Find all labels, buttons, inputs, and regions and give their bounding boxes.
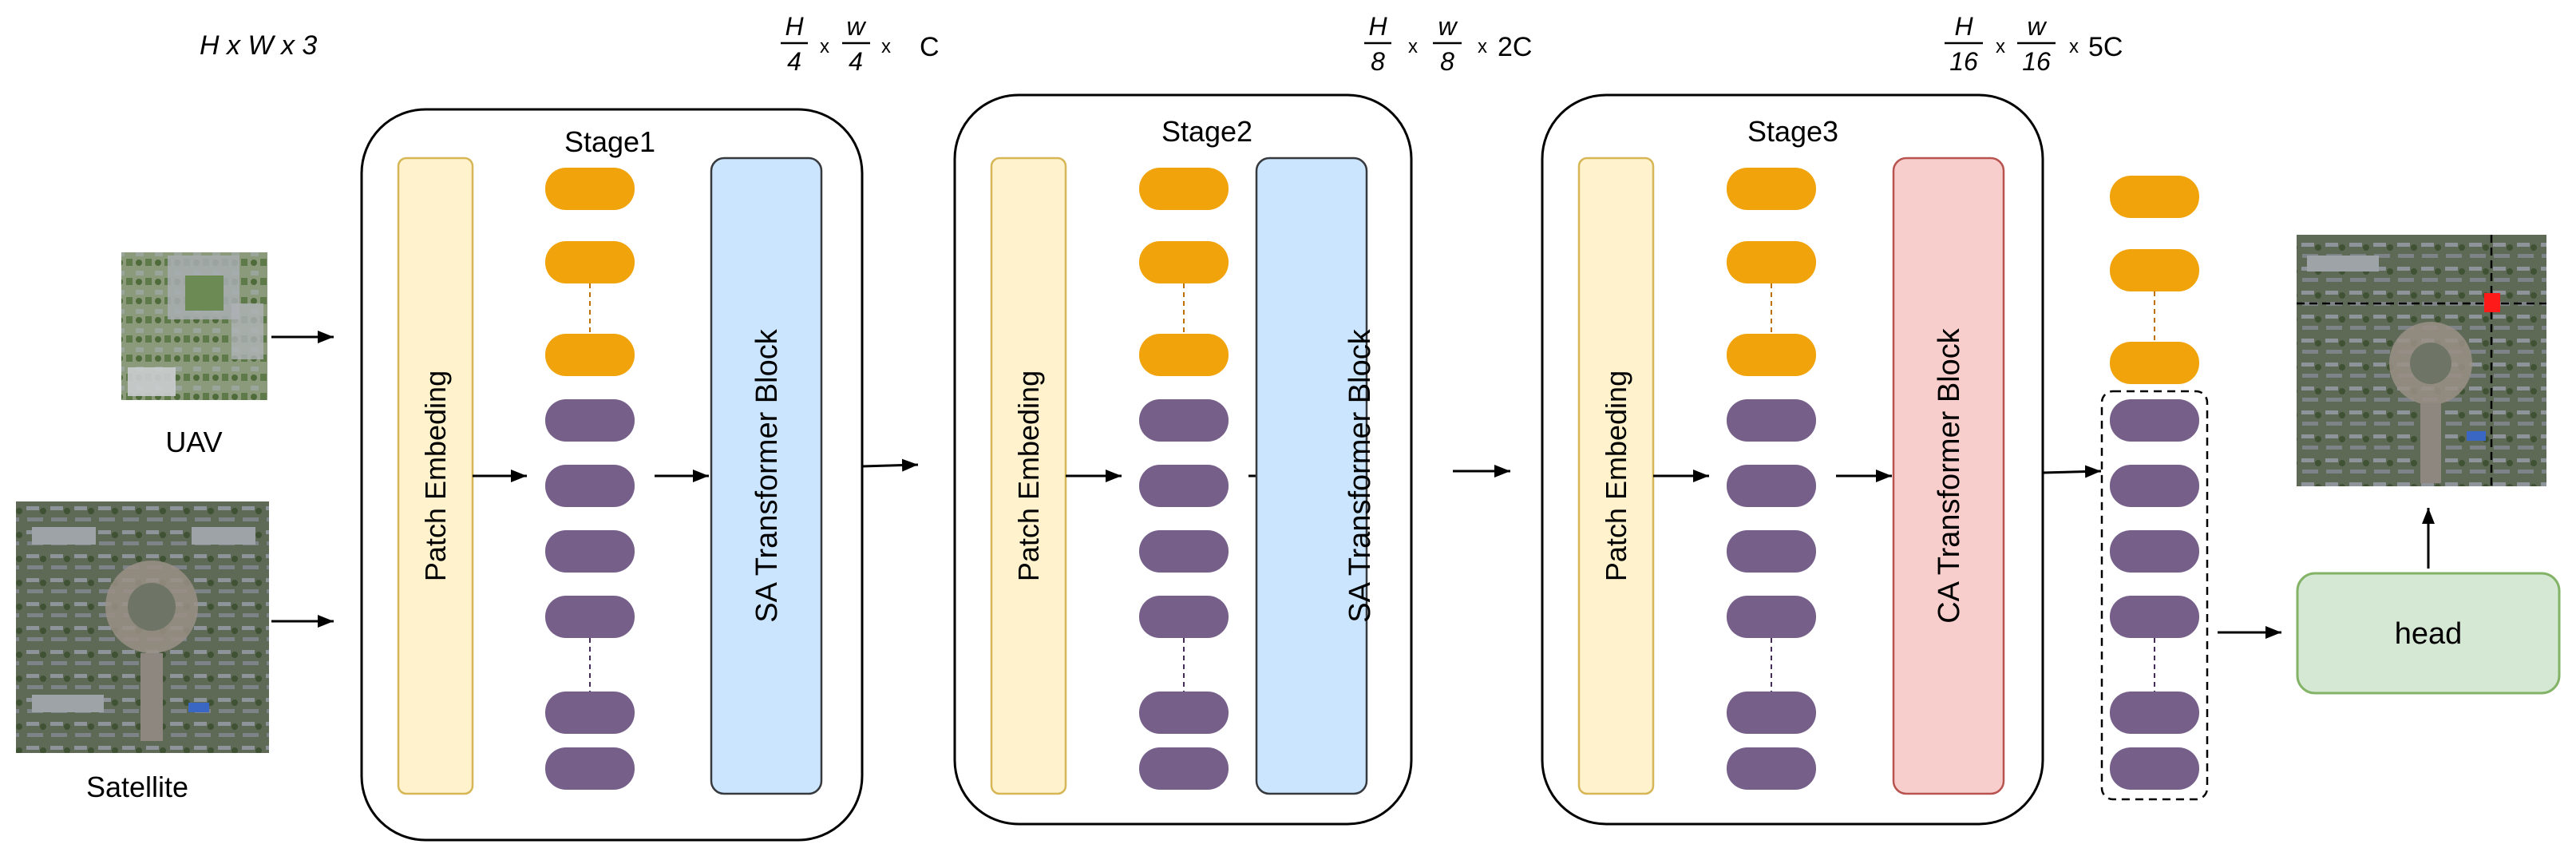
- stage2-token-purple-2: [1139, 465, 1229, 507]
- stage3-ca-block: [1892, 157, 2005, 795]
- stage3-tokens: [1727, 168, 1816, 790]
- stage1-title: Stage1: [564, 125, 655, 158]
- stage1-tokens: [545, 168, 635, 790]
- stage3: Stage3 Patch Embeding CA Transformer Blo…: [1541, 93, 2044, 826]
- input-dims-label: H x W x 3: [200, 30, 317, 61]
- stage3-token-purple-2: [1727, 465, 1816, 507]
- output-token-purple-3: [2110, 530, 2199, 573]
- stage3-token-purple-6: [1727, 747, 1816, 790]
- output-token-purple-4: [2110, 596, 2199, 638]
- stage3-dims-times-2: x: [2069, 36, 2079, 57]
- stage2-sa-block: [1255, 157, 1368, 795]
- stage3-token-purple-5: [1727, 692, 1816, 734]
- head-box: [2296, 572, 2561, 695]
- stage2-dims-channels: 2C: [1498, 32, 1532, 62]
- stage1-token-purple-2: [545, 465, 635, 507]
- stage2-token-orange-3: [1139, 334, 1229, 376]
- stage1-dims-w-den: 4: [849, 47, 863, 76]
- stage1-token-purple-4: [545, 596, 635, 638]
- stage3-token-orange-3: [1727, 334, 1816, 376]
- stage1-token-purple-1: [545, 399, 635, 442]
- stage3-title: Stage3: [1747, 115, 1838, 148]
- output-token-orange-3: [2110, 342, 2199, 384]
- head-label: head: [2395, 617, 2463, 651]
- stage3-token-orange-2: [1727, 241, 1816, 283]
- stage1-dims-times-2: x: [881, 36, 891, 57]
- stage2-dims-w-num: w: [1438, 12, 1458, 41]
- stage2-dims-times-1: x: [1408, 36, 1418, 57]
- stage2-patch-label: Patch Embeding: [1012, 371, 1045, 581]
- stage3-dims-h-num: H: [1954, 12, 1973, 41]
- stage3-dims-w-num: w: [2027, 12, 2047, 41]
- stage1-dims-h-den: 4: [787, 47, 801, 76]
- stage2-token-orange-1: [1139, 168, 1229, 210]
- uav-label: UAV: [165, 426, 222, 458]
- stage3-token-purple-3: [1727, 530, 1816, 573]
- stage2: Stage2 Patch Embeding SA Transformer Blo…: [953, 93, 1413, 826]
- output-token-orange-2: [2110, 249, 2199, 291]
- stage3-dims-channels: 5C: [2088, 32, 2123, 62]
- stage1-dims: H 4 x w 4 x C: [781, 12, 940, 76]
- stage1-token-orange-2: [545, 241, 635, 283]
- stage1-patch-label: Patch Embeding: [419, 371, 452, 581]
- stage2-token-purple-3: [1139, 530, 1229, 573]
- stage3-dims: H 16 x w 16 x 5C: [1945, 12, 2123, 76]
- stage1-token-orange-3: [545, 334, 635, 376]
- stage2-token-purple-4: [1139, 596, 1229, 638]
- stage2-title: Stage2: [1161, 115, 1252, 148]
- output-token-purple-5: [2110, 692, 2199, 734]
- stage1-sa-block: [710, 157, 823, 795]
- output-selection-box: [2100, 390, 2209, 801]
- stage2-token-purple-5: [1139, 692, 1229, 734]
- output-token-purple-1: [2110, 399, 2199, 442]
- stage2-dims-w-den: 8: [1440, 47, 1454, 76]
- stage1-token-purple-5: [545, 692, 635, 734]
- stage2-token-orange-2: [1139, 241, 1229, 283]
- output-tokens: [2100, 176, 2209, 801]
- arrow-stage1-to-stage2: [861, 458, 919, 472]
- uav-image: [121, 252, 267, 400]
- stage2-tokens: [1139, 168, 1229, 790]
- stage3-dims-w-den: 16: [2022, 47, 2051, 76]
- stage1-token-purple-3: [545, 530, 635, 573]
- stage3-dims-times-1: x: [1996, 36, 2005, 57]
- stage2-token-purple-6: [1139, 747, 1229, 790]
- stage2-dims-h-den: 8: [1371, 47, 1385, 76]
- stage1-dims-times-1: x: [820, 36, 829, 57]
- stage1-dims-w-num: w: [846, 12, 866, 41]
- satellite-label: Satellite: [86, 771, 188, 803]
- output-token-orange-1: [2110, 176, 2199, 218]
- stage3-dims-h-den: 16: [1949, 47, 1978, 76]
- result-target-marker: [2484, 293, 2500, 312]
- output-token-purple-6: [2110, 747, 2199, 790]
- stage1-dims-h-num: H: [785, 12, 804, 41]
- stage2-dims: H 8 x w 8 x 2C: [1364, 12, 1532, 76]
- stage3-token-purple-1: [1727, 399, 1816, 442]
- stage1-token-orange-1: [545, 168, 635, 210]
- stage3-token-purple-4: [1727, 596, 1816, 638]
- satellite-image: [16, 501, 269, 753]
- stage3-block-label: CA Transformer Block: [1933, 327, 1966, 624]
- result-image: [2297, 235, 2546, 486]
- stage2-dims-h-num: H: [1368, 12, 1387, 41]
- arrow-stage3-to-output: [2043, 465, 2102, 478]
- stage2-dims-times-2: x: [1478, 36, 1487, 57]
- stage1-block-label: SA Transformer Block: [750, 328, 784, 622]
- stage3-patch-label: Patch Embeding: [1600, 371, 1632, 581]
- stage1-token-purple-6: [545, 747, 635, 790]
- stage3-token-orange-1: [1727, 168, 1816, 210]
- output-token-purple-2: [2110, 465, 2199, 507]
- stage1-dims-channels: C: [920, 32, 940, 62]
- stage2-token-purple-1: [1139, 399, 1229, 442]
- stage2-block-label: SA Transformer Block: [1343, 328, 1377, 622]
- stage1: Stage1 Patch Embeding SA Transformer Blo…: [360, 108, 864, 842]
